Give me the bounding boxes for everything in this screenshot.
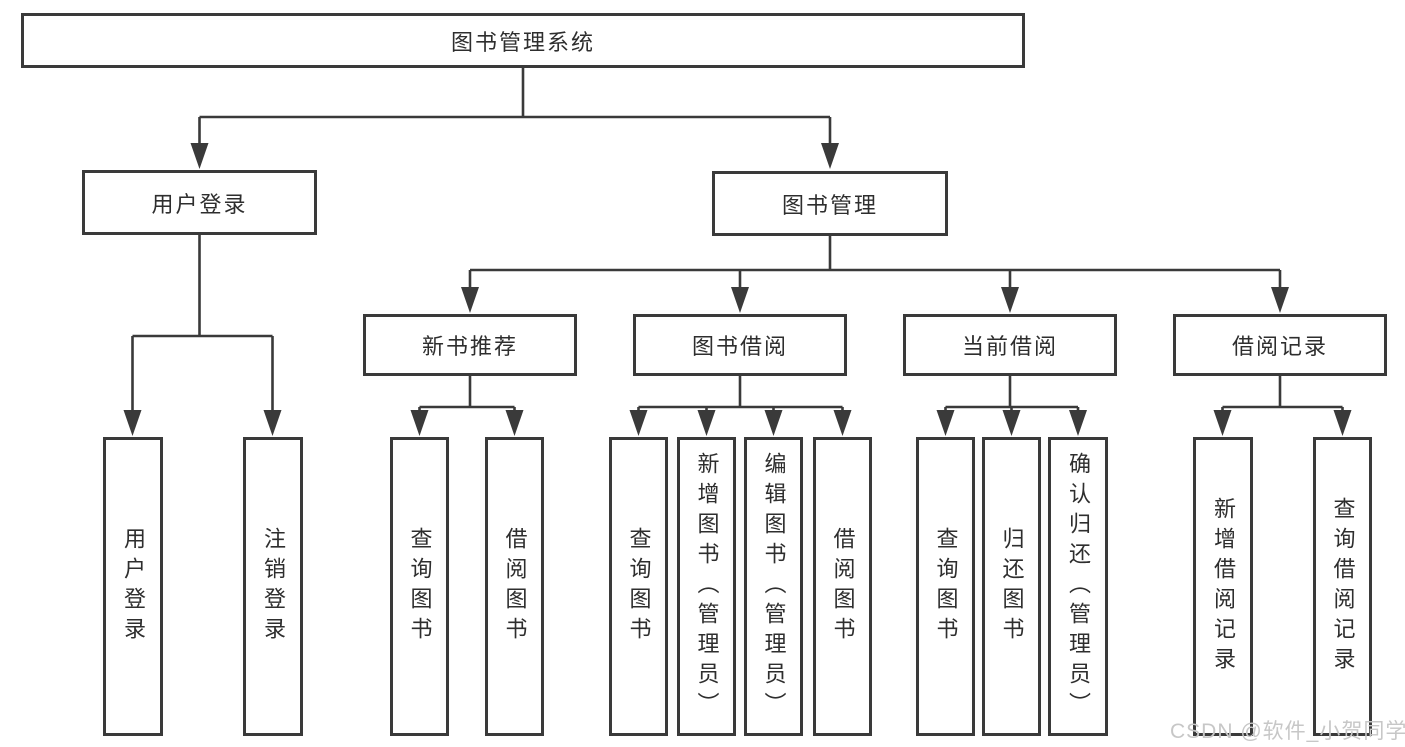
leaf-records-add-record-label: 新增借阅记录 <box>1211 496 1236 677</box>
leaf-borrowing-query-books-label: 查询图书 <box>626 526 652 647</box>
node-user-login: 用户登录 <box>82 170 317 235</box>
leaf-logout-label: 注销登录 <box>261 526 286 647</box>
node-current-borrowing-label: 当前借阅 <box>961 334 1058 359</box>
leaf-borrowing-borrow-books: 借阅图书 <box>813 437 872 736</box>
node-book-management: 图书管理 <box>712 171 948 236</box>
leaf-current-return-books: 归还图书 <box>982 437 1041 736</box>
leaf-borrowing-add-books-admin: 新增图书（管理员） <box>677 437 736 736</box>
node-borrowing-records-label: 借阅记录 <box>1231 334 1328 359</box>
node-book-management-label: 图书管理 <box>781 192 878 218</box>
leaf-records-add-record: 新增借阅记录 <box>1193 437 1253 736</box>
node-current-borrowing: 当前借阅 <box>903 314 1117 376</box>
node-system-root-label: 图书管理系统 <box>450 29 595 55</box>
node-system-root: 图书管理系统 <box>21 13 1025 68</box>
leaf-records-query-record-label: 查询借阅记录 <box>1330 496 1356 677</box>
csdn-watermark: CSDN @软件_小贺同学 <box>1170 720 1405 743</box>
leaf-current-confirm-return-admin-label: 确认归还（管理员） <box>1066 451 1091 722</box>
arrowheads <box>123 143 1352 436</box>
leaf-current-confirm-return-admin: 确认归还（管理员） <box>1048 437 1108 736</box>
leaf-logout: 注销登录 <box>243 437 303 736</box>
node-new-book-recommendation-label: 新书推荐 <box>421 334 518 359</box>
leaf-newbooks-borrow-books-label: 借阅图书 <box>502 526 528 647</box>
leaf-login: 用户登录 <box>103 437 163 736</box>
node-book-borrowing: 图书借阅 <box>633 314 847 376</box>
leaf-current-query-books: 查询图书 <box>916 437 975 736</box>
leaf-current-query-books-label: 查询图书 <box>933 526 959 647</box>
node-user-login-label: 用户登录 <box>151 191 248 217</box>
node-borrowing-records: 借阅记录 <box>1173 314 1387 376</box>
leaf-current-return-books-label: 归还图书 <box>999 526 1025 647</box>
leaf-records-query-record: 查询借阅记录 <box>1313 437 1372 736</box>
leaf-newbooks-borrow-books: 借阅图书 <box>485 437 544 736</box>
leaf-newbooks-query-books: 查询图书 <box>390 437 449 736</box>
leaf-borrowing-edit-books-admin-label: 编辑图书（管理员） <box>761 451 787 722</box>
leaf-newbooks-query-books-label: 查询图书 <box>407 526 433 647</box>
leaf-borrowing-query-books: 查询图书 <box>609 437 668 736</box>
leaf-borrowing-borrow-books-label: 借阅图书 <box>830 526 856 647</box>
node-book-borrowing-label: 图书借阅 <box>691 334 788 359</box>
leaf-borrowing-add-books-admin-label: 新增图书（管理员） <box>694 451 720 722</box>
leaf-login-label: 用户登录 <box>121 526 146 647</box>
node-new-book-recommendation: 新书推荐 <box>363 314 577 376</box>
leaf-borrowing-edit-books-admin: 编辑图书（管理员） <box>744 437 803 736</box>
